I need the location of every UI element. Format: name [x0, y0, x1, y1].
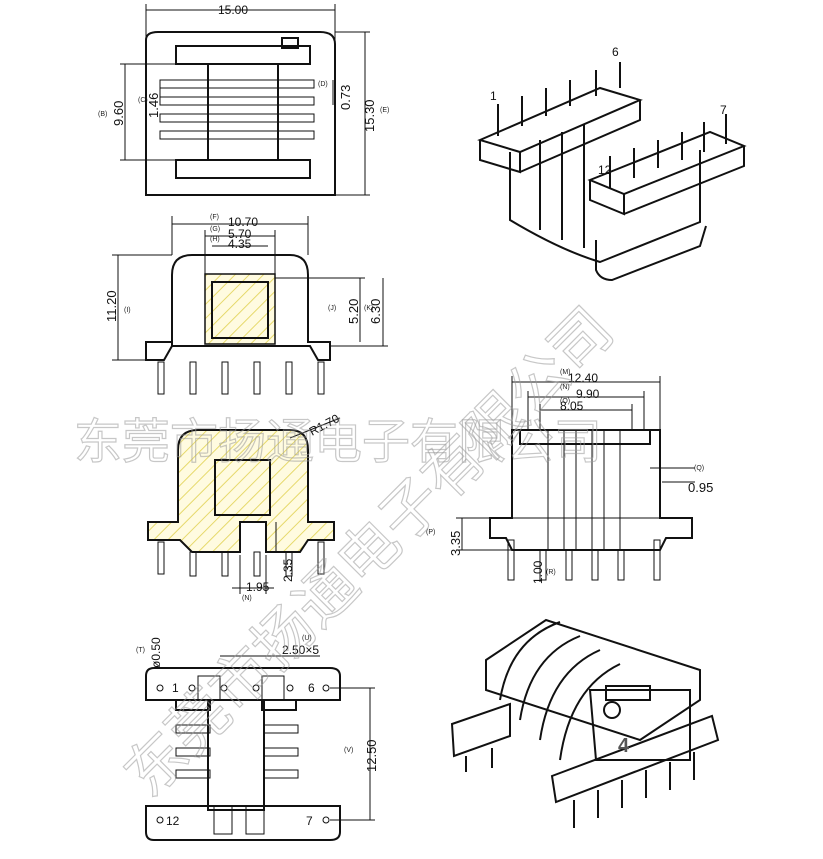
tag-e: (E) [380, 107, 389, 114]
dim-h: 4.35 [228, 237, 252, 251]
pin-label-7: 7 [306, 814, 313, 828]
iso-bottom-ear [450, 702, 511, 758]
watermark: 东莞市扬通电子有限公司 东莞市扬通电子有限公司 [73, 294, 627, 811]
top-flange-outline [145, 31, 336, 196]
dim-slot-w: 1.95 [246, 580, 270, 594]
top-slot-3 [159, 113, 315, 123]
section-pins [157, 541, 325, 577]
dim-height-front: 11.20 [104, 290, 119, 322]
iso-pin-12: 12 [598, 163, 612, 177]
side-pins [507, 539, 661, 581]
dim-slot: 1.46 [146, 93, 161, 118]
top-slot-1 [159, 79, 315, 89]
dim-f: 10.70 [228, 215, 258, 229]
iso-top-flange-back [477, 86, 643, 154]
front-core-window [204, 273, 276, 345]
dim-m: 12.40 [568, 371, 598, 385]
front-view: 10.70 (F) 5.70 (G) 4.35 (H) 11.20 (I) 5.… [104, 214, 388, 395]
watermark-horizontal: 东莞市扬通电子有限公司 [74, 414, 602, 470]
iso-bottom-front-flange [550, 714, 720, 804]
dim-inner: 9.60 [111, 101, 126, 126]
tag-c: (C) [138, 97, 148, 104]
tag-h: (H) [210, 236, 220, 243]
iso-bottom-pins [465, 748, 695, 828]
tag-n: (N) [560, 384, 570, 391]
dim-q: 0.95 [688, 480, 713, 495]
bottom-upper-flange [145, 667, 341, 701]
iso-pin-6: 6 [612, 45, 619, 59]
watermark-diagonal: 东莞市扬通电子有限公司 [111, 294, 627, 810]
iso-bottom-side [588, 689, 691, 761]
section-window [214, 459, 271, 516]
tag-k: (K) [364, 305, 373, 312]
iso-top-view: 1 6 7 12 [477, 45, 747, 282]
tag-t: (T) [136, 647, 145, 654]
iso-top-body [509, 150, 701, 264]
tag-n-section: (N) [242, 595, 252, 602]
pin-label-1: 1 [172, 681, 179, 695]
iso-top-pins [497, 62, 727, 188]
tag-j: (J) [328, 305, 336, 312]
dim-pin-dia: ø0.50 [149, 637, 163, 668]
tag-o: (O) [560, 398, 570, 405]
dim-span: 12.50 [364, 739, 379, 772]
tag-i: (I) [124, 307, 131, 314]
dim-gap: 0.73 [338, 85, 353, 110]
top-view: 15.00 9.60 (B) 1.46 (C) 0.73 (D) 15.30 (… [98, 3, 389, 196]
iso-bottom-label: 4 [618, 735, 630, 757]
front-core-inner [211, 281, 269, 339]
iso-pin-1: 1 [490, 89, 497, 103]
top-slot-4 [159, 130, 315, 140]
dim-height: 15.30 [362, 99, 377, 132]
tag-u: (U) [302, 635, 312, 642]
tag-q: (Q) [694, 465, 704, 472]
dim-j: 5.20 [346, 299, 361, 324]
dim-width: 15.00 [218, 3, 248, 17]
dim-slot-h: 2.35 [281, 558, 295, 582]
top-core [207, 63, 279, 161]
pin-hole-12 [156, 816, 164, 824]
pin-hole-1 [156, 684, 164, 692]
tag-f: (F) [210, 214, 219, 221]
iso-bottom-marker [603, 701, 621, 719]
dim-o: 8.05 [560, 399, 584, 413]
top-tab [281, 37, 299, 49]
dim-pitch: 2.50×5 [282, 643, 319, 657]
front-left-ear [145, 341, 173, 361]
iso-bottom-view: 4 [450, 618, 720, 828]
dim-r: 1.00 [531, 560, 545, 584]
bottom-lower-flange [145, 805, 341, 841]
bottom-view: (T) ø0.50 (U) 2.50×5 1 6 12 7 [136, 635, 379, 841]
dim-n: 9.90 [576, 387, 600, 401]
tag-d: (D) [318, 81, 328, 88]
top-bar-lower [175, 159, 311, 179]
iso-pin-7: 7 [720, 103, 727, 117]
tag-r: (R) [546, 569, 556, 576]
dim-g: 5.70 [228, 227, 252, 241]
dim-k: 6.30 [368, 299, 383, 324]
tag-g: (G) [210, 226, 220, 233]
front-pins [157, 361, 325, 395]
tag-m: (M) [560, 369, 571, 376]
iso-top-flange-front [587, 130, 747, 196]
front-flange [171, 254, 331, 361]
pin-label-12: 12 [166, 814, 180, 828]
iso-bottom-top [485, 618, 701, 742]
pin-label-6: 6 [308, 681, 315, 695]
tag-v: (V) [344, 747, 353, 754]
dim-p: 3.35 [448, 531, 463, 556]
tag-p: (P) [426, 529, 435, 536]
tag-b: (B) [98, 111, 107, 118]
top-slot-2 [159, 96, 315, 106]
side-view: 12.40 (M) 9.90 (N) 8.05 (O) (Q) 0.95 [426, 369, 713, 584]
section-outline [147, 429, 335, 553]
